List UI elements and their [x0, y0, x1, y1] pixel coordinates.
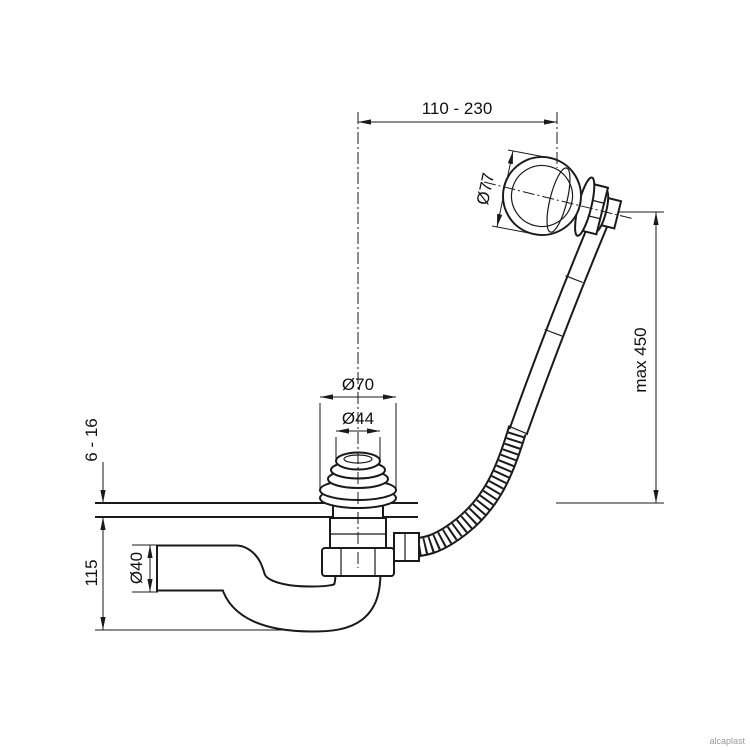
- label-outlet-height: 115: [82, 559, 101, 586]
- tube-hose-junction-band: [509, 425, 527, 435]
- tube-joint-band-1: [565, 275, 583, 284]
- siphon-trap: [156, 544, 382, 633]
- hose-ribs: [403, 425, 526, 556]
- flexible-hose: [403, 425, 528, 558]
- label-tub-thickness: 6 - 16: [82, 418, 101, 461]
- trap-inner: [157, 546, 380, 631]
- overflow-tube: [508, 202, 616, 436]
- label-outlet-diameter: Ø40: [127, 552, 146, 584]
- label-top-span: 110 - 230: [422, 99, 493, 118]
- center-lines: [357, 112, 635, 568]
- tube-joint-band-2: [544, 328, 563, 337]
- tube-core: [510, 202, 614, 435]
- drain-tee: [321, 517, 420, 577]
- dimension-labels: 110 - 230 Ø70 Ø44 Ø77 max 450 6 - 16 115…: [82, 99, 650, 587]
- overflow-axis-line: [483, 181, 635, 220]
- label-flange-diameter: Ø70: [342, 375, 374, 394]
- label-max-hose-length: max 450: [631, 327, 650, 392]
- hose-union-nut: [393, 532, 420, 562]
- label-cap-diameter: Ø77: [473, 171, 498, 206]
- drain-flange: [319, 451, 397, 509]
- brand-watermark: alcaplast: [709, 736, 745, 746]
- overflow-head: [502, 156, 623, 237]
- label-plug-diameter: Ø44: [342, 409, 374, 428]
